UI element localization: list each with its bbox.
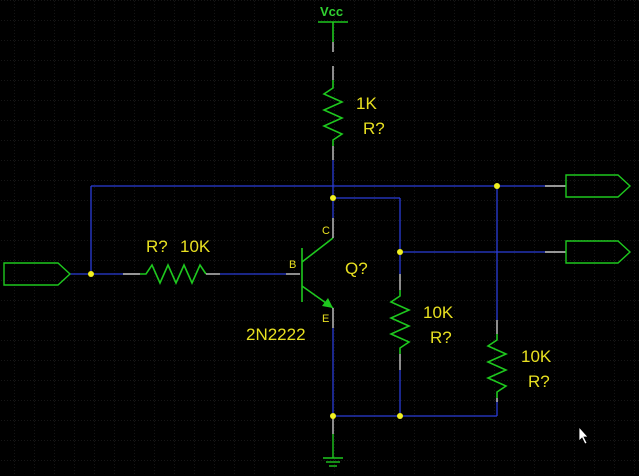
ground-symbol[interactable] [323, 418, 343, 467]
emitter-arrow-icon [322, 298, 333, 308]
vcc-supply[interactable]: Vcc [318, 4, 348, 52]
junctions [88, 183, 500, 419]
resistor-collector-value: 1K [356, 94, 377, 113]
output-port-bottom[interactable] [545, 240, 632, 264]
resistor-collector-ref: R? [363, 119, 385, 138]
resistor-emitter-left-value: 10K [423, 303, 454, 322]
vcc-label: Vcc [320, 4, 343, 19]
pin-collector-label: C [322, 225, 330, 237]
junction-bottom-mid [397, 413, 403, 419]
output-port-top[interactable] [545, 174, 632, 198]
resistor-collector[interactable]: 1K R? [322, 66, 385, 186]
junction-bottom-left [330, 413, 336, 419]
resistor-base-ref: R? [146, 237, 168, 256]
junction-top-right [494, 183, 500, 189]
junction-second-rail [397, 249, 403, 255]
mouse-cursor-icon [578, 425, 589, 445]
pin-emitter-label: E [322, 313, 329, 325]
transistor-q[interactable]: C B E Q? 2N2222 [246, 218, 368, 344]
junction-collector [330, 195, 336, 201]
resistor-emitter-left[interactable]: 10K R? [389, 274, 454, 370]
pin-base-label: B [289, 259, 296, 271]
resistor-emitter-right[interactable]: 10K R? [486, 320, 552, 402]
resistor-base[interactable]: R? 10K [123, 237, 220, 285]
transistor-ref: Q? [345, 259, 368, 278]
resistor-emitter-right-value: 10K [521, 347, 552, 366]
resistor-emitter-left-ref: R? [430, 328, 452, 347]
wires [70, 185, 545, 418]
junction-input [88, 271, 94, 277]
input-port[interactable] [3, 262, 72, 286]
resistor-base-value: 10K [180, 237, 211, 256]
resistor-emitter-right-ref: R? [528, 372, 550, 391]
transistor-part: 2N2222 [246, 325, 306, 344]
